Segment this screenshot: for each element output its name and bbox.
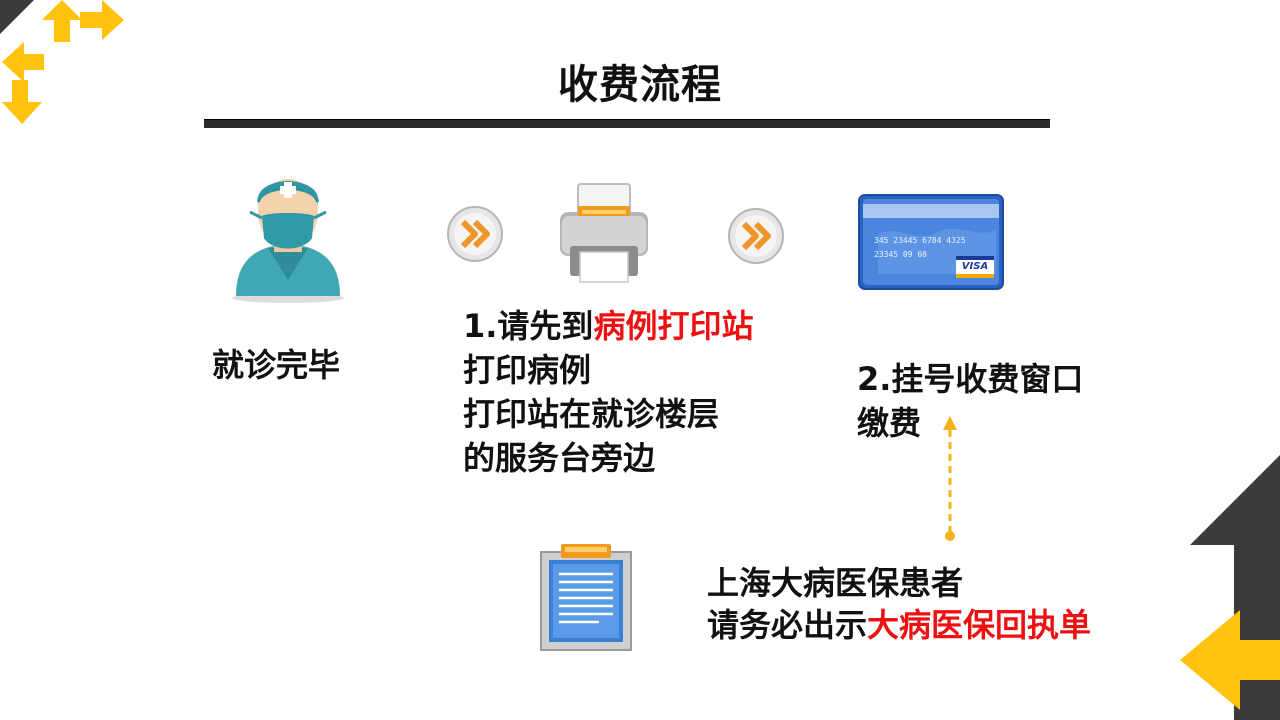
arrow-left-icon <box>2 42 44 82</box>
title-underline <box>204 119 1050 128</box>
step-pay-line1: 2.挂号收费窗口 <box>857 360 1084 398</box>
note-text: 上海大病医保患者 请务必出示大病医保回执单 <box>707 562 1091 646</box>
step-print-line1: 1.请先到病例打印站 <box>463 307 754 345</box>
document-icon <box>540 544 632 651</box>
print-station-highlight: 病例打印站 <box>593 307 754 345</box>
credit-card-icon: 345 23445 6784 4325 23345 09 08 VISA <box>858 194 1004 290</box>
arrow-down-icon <box>2 80 42 124</box>
card-brand-logo: VISA <box>956 256 994 278</box>
page-title: 收费流程 <box>558 62 722 108</box>
step-print-line3: 打印站在就诊楼层 <box>463 395 720 433</box>
card-number: 345 23445 6784 4325 <box>874 236 966 245</box>
receipt-highlight: 大病医保回执单 <box>867 606 1092 644</box>
step-complete-label: 就诊完毕 <box>212 346 341 384</box>
double-chevron-right-icon <box>447 206 503 262</box>
step-pay-text: 2.挂号收费窗口 缴费 <box>857 357 1083 445</box>
dashed-arrow-up <box>943 416 957 541</box>
step-print-line4: 的服务台旁边 <box>463 439 656 477</box>
step-print-line2: 打印病例 <box>463 351 592 389</box>
arrow-up-icon <box>42 0 82 42</box>
doctor-icon <box>232 179 344 303</box>
double-chevron-right-icon <box>728 208 784 264</box>
note-line2: 请务必出示大病医保回执单 <box>707 606 1092 644</box>
step-print-text: 1.请先到病例打印站 打印病例 打印站在就诊楼层 的服务台旁边 <box>463 304 753 480</box>
corner-decoration-bottom-right <box>1180 455 1280 720</box>
note-line1: 上海大病医保患者 <box>707 564 964 602</box>
arrow-right-icon <box>80 0 124 40</box>
corner-decoration-top-left <box>0 0 124 124</box>
arrow-left-icon <box>1180 610 1280 710</box>
step-pay-line2: 缴费 <box>857 404 922 442</box>
card-sub-number: 23345 09 08 <box>874 250 927 259</box>
corner-triangle <box>0 0 34 34</box>
printer-icon <box>560 183 648 283</box>
